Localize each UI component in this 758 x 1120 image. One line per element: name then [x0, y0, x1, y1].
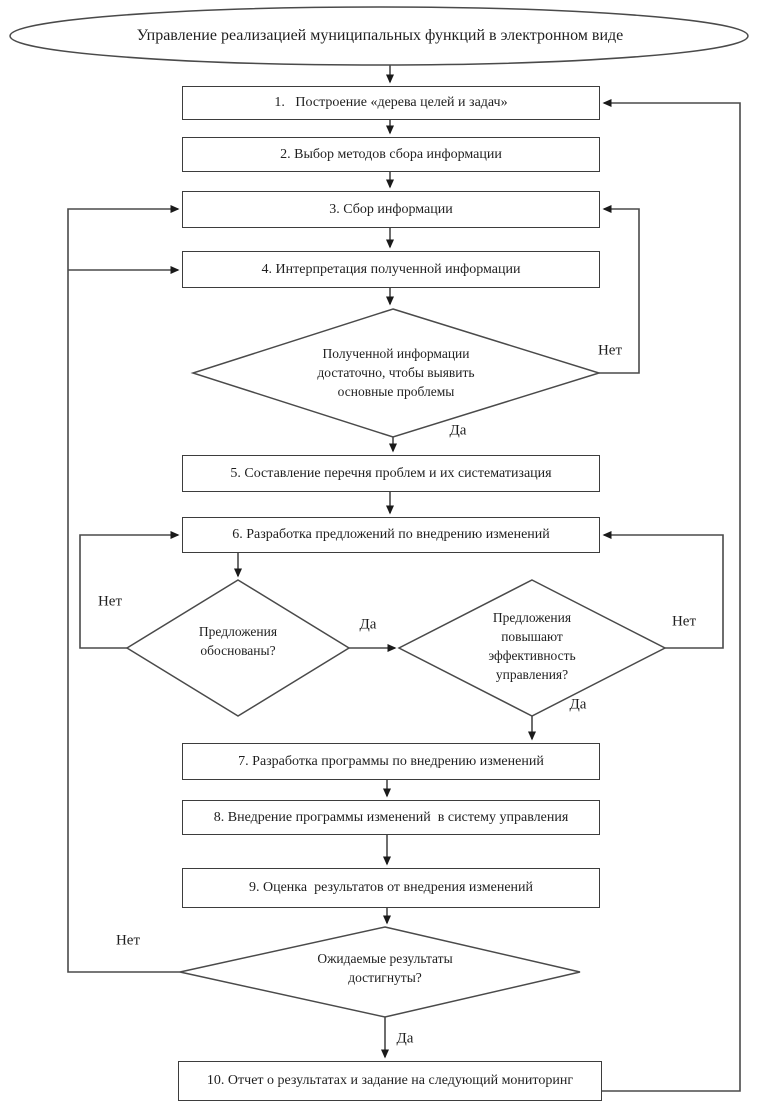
- decision-results-achieved-label: Ожидаемые результаты достигнуты?: [317, 951, 453, 985]
- branch-label-yes-decision1: Да: [449, 422, 467, 439]
- branch-label-yes-decision2: Да: [359, 616, 377, 633]
- step-10-label: 10. Отчет о результатах и задание на сле…: [206, 1073, 574, 1089]
- step-6-label: 6. Разработка предложений по внедрению и…: [232, 527, 550, 543]
- step-7-label: 7. Разработка программы по внедрению изм…: [238, 753, 544, 769]
- decision-info-sufficient-label: Полученной информации достаточно, чтобы …: [317, 346, 475, 399]
- step-3-label: 3. Сбор информации: [329, 201, 453, 217]
- step-3-box: 3. Сбор информации: [182, 191, 600, 228]
- step-7-box: 7. Разработка программы по внедрению изм…: [182, 743, 600, 780]
- start-ellipse: [9, 6, 749, 66]
- step-5-label: 5. Составление перечня проблем и их сист…: [230, 465, 552, 481]
- edge-decision3-no-to-step6: [602, 531, 724, 649]
- step-2-box: 2. Выбор методов сбора информации: [182, 137, 600, 172]
- step-6-box: 6. Разработка предложений по внедрению и…: [182, 517, 600, 553]
- step-8-box: 8. Внедрение программы изменений в систе…: [182, 800, 600, 835]
- step-5-box: 5. Составление перечня проблем и их сист…: [182, 455, 600, 492]
- branch-label-no-decision4: Нет: [115, 932, 141, 949]
- step-1-label: 1. Построение «дерева целей и задач»: [274, 95, 508, 111]
- decision-proposals-effective-label: Предложения повышают эффективность управ…: [488, 610, 576, 682]
- edge-decision1-no-to-step3: [599, 205, 640, 374]
- step-4-box: 4. Интерпретация полученной информации: [182, 251, 600, 288]
- edge-step10-to-step1: [602, 99, 741, 1092]
- decision-proposals-justified-label: Предложения обоснованы?: [198, 624, 278, 658]
- start-node-label: Управление реализацией муниципальных фун…: [136, 27, 624, 44]
- step-9-label: 9. Оценка результатов от внедрения измен…: [248, 880, 534, 896]
- branch-label-no-decision2: Нет: [97, 593, 123, 610]
- edge-decision4-no-to-step3: [67, 205, 180, 973]
- branch-label-yes-decision4: Да: [396, 1030, 414, 1047]
- branch-label-no-decision3: Нет: [671, 613, 697, 630]
- edge-decision2-no-to-step6: [79, 531, 180, 649]
- step-8-label: 8. Внедрение программы изменений в систе…: [213, 809, 569, 825]
- step-10-box: 10. Отчет о результатах и задание на сле…: [178, 1061, 602, 1101]
- decision-proposals-justified-diamond: [125, 579, 351, 717]
- step-1-box: 1. Построение «дерева целей и задач»: [182, 86, 600, 120]
- step-9-box: 9. Оценка результатов от внедрения измен…: [182, 868, 600, 908]
- step-2-label: 2. Выбор методов сбора информации: [280, 146, 502, 162]
- step-4-label: 4. Интерпретация полученной информации: [261, 261, 521, 277]
- branch-label-no-decision1: Нет: [597, 342, 623, 359]
- branch-label-yes-decision3: Да: [569, 696, 587, 713]
